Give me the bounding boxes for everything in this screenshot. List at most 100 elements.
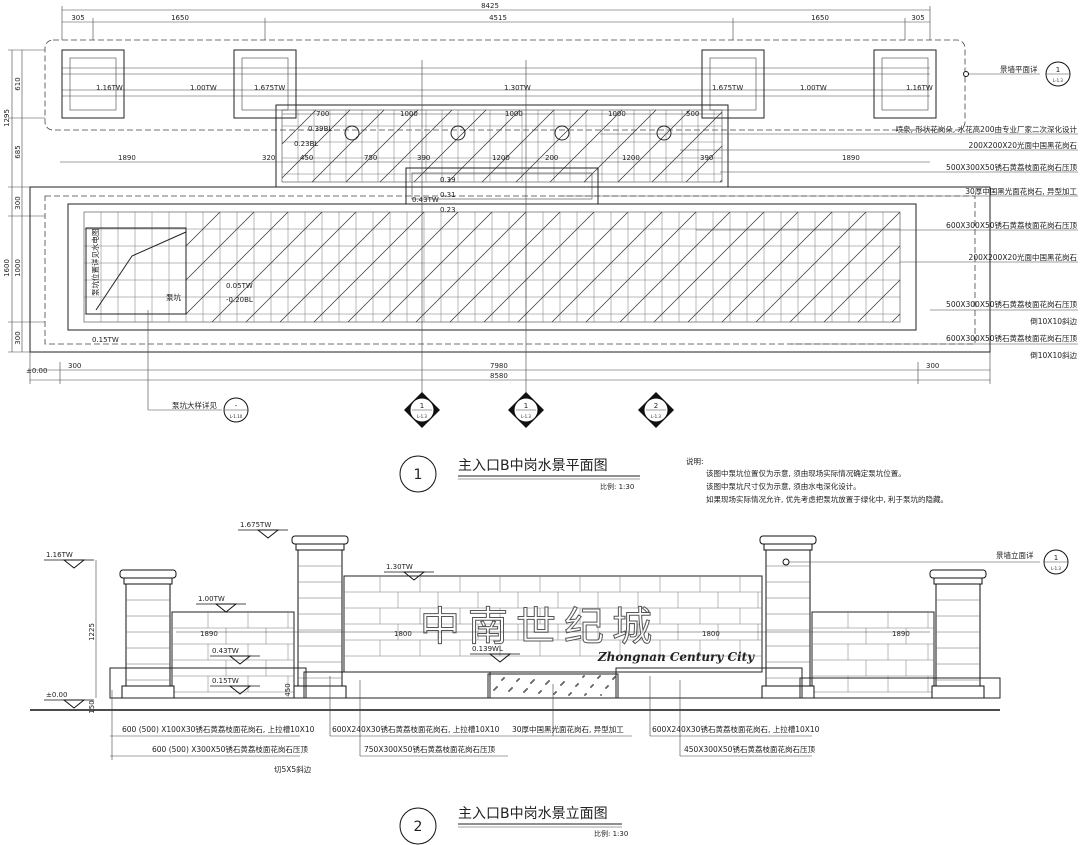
fountain-nozzles [344,125,672,141]
dim-left-1: 1295 [3,109,11,127]
hatch-line [313,211,425,323]
hatch-line [185,211,255,281]
hatch-line [549,109,623,183]
water-dot [538,692,540,694]
water-dot [493,689,495,691]
callout-5: 600X300X50锈石黄荔枝面花岗石压顶 [946,220,1077,230]
elev-12: 0.23BL [294,140,318,148]
hatch-line [685,145,723,183]
level-label: 0.43TW [212,647,239,655]
level-label: 1.30TW [386,563,413,571]
elev-wall-left [171,611,295,699]
dim-bottom-4: 8580 [490,372,508,380]
hatch-line [585,211,697,323]
dim-upper-4: 1000 [608,110,626,118]
hatch-line [279,211,391,323]
plan-elevation-marks: 1.16TW 1.00TW 1.675TW 1.30TW 1.675TW 1.0… [26,84,933,375]
section-mark-3-num: 2 [654,402,658,410]
hatch-line [211,211,323,323]
callout-10: 倒10X10斜边 [1030,350,1077,360]
hatch-line [789,211,901,323]
dim-left-6: 1000 [14,259,22,277]
hatch-line [347,211,459,323]
pillar-cap [929,569,987,579]
elev-title-number: 2 [414,819,423,835]
hatch-line [381,211,493,323]
elev-15: -0.20BL [226,296,253,304]
hatch-line [185,211,221,247]
callout-8: 倒10X10斜边 [1030,316,1077,326]
pump-pit [85,227,187,315]
water-dot [560,684,562,686]
pillar-cap-band [123,577,173,585]
upper-pool-grid [282,110,722,182]
water-dot [605,687,607,689]
hatch-line [245,211,357,323]
water-dot [508,690,510,692]
elev-callout-1: 600 (500) X100X30锈石黄荔枝面花岗石, 上拉槽10X10 [122,724,315,734]
water-dot [582,676,584,678]
level-label: 1.675TW [240,521,271,529]
hatch-line [721,211,833,323]
water-dot [600,694,602,696]
section-mark-2-num: 1 [524,402,528,410]
callout-plan-ref: 景墙平面详 [1000,64,1038,74]
dim-mid-3: 450 [300,154,313,162]
dim-mid-5: 390 [417,154,430,162]
hatch-line [345,109,419,183]
water-dot [597,677,599,679]
elev-6: 1.00TW [800,84,827,92]
dim-total-width: 8425 [481,2,499,10]
pump-pit-detail-num: - [235,402,238,410]
elev-wall-right [811,611,935,699]
dim-left-7: 300 [14,331,22,344]
pump-pit-detail-sub: L-1.10 [230,414,243,419]
level-label: 1.00TW [198,595,225,603]
dim-upper-5: 500 [686,110,699,118]
pillar-base [761,685,815,699]
elev-callouts-bottom: 600 (500) X100X30锈石黄荔枝面花岗石, 上拉槽10X10 600… [110,676,820,774]
hatch-line [583,109,657,183]
elev-dim-height: 1225 [88,623,96,641]
hatch-line [823,245,901,323]
level-triangle [256,529,280,539]
plan-inner-dimensions: 700 1000 1000 1000 500 1890 320 450 750 … [60,110,930,163]
level-triangle [62,559,86,569]
elev-pool-left [109,667,307,699]
lower-pool-hatch [185,211,901,323]
elev-14: 0.05TW [226,282,253,290]
callout-7: 500X300X50锈石黄荔枝面花岗石压顶 [946,299,1077,309]
pillar-base [293,685,347,699]
brand-logo-cn: 中南世纪城 [420,604,660,650]
elev-dim-base: 150 [88,700,96,713]
hatch-line [483,211,595,323]
pillar-shaft [125,583,171,687]
outer-pool [29,186,991,353]
dim-bottom-2: 7980 [490,362,508,370]
elev-level-markers: 1.675TW1.16TW1.30TW1.00TW0.43TW0.15TW0.1… [44,521,520,709]
water-dot [575,685,577,687]
notes-line-1: 该图中泵坑位置仅为示意, 须由现场实际情况确定泵坑位置。 [706,468,906,478]
water-dot [545,683,547,685]
notes-line-2: 该图中泵坑尺寸仅为示意, 须由水电深化设计。 [706,481,861,491]
dim-bottom-1: 300 [68,362,81,370]
water-dot [553,693,555,695]
dim-left-3: 685 [14,145,22,158]
hatch-line [857,279,901,323]
elev-8: 0.39 [440,176,456,184]
pump-pit-label: 泵坑 [166,292,181,302]
elev-9: 0.31 [440,191,456,199]
plan-ref-sub: L-1.3 [1053,78,1063,83]
dim-left-2: 610 [14,77,22,90]
plan-left-dimensions: 1295 610 685 300 1600 1000 300 [3,49,45,353]
elev-wall-courses [172,576,934,693]
pump-pit-detail-label: 泵坑大样详见 [172,400,217,410]
callout-2: 200X200X20光面中国黑花岗石 [969,140,1078,150]
hatch-line [517,211,629,323]
notes-block: 说明: 该图中泵坑位置仅为示意, 须由现场实际情况确定泵坑位置。 该图中泵坑尺寸… [686,456,948,504]
elev-10: 0.23 [440,206,456,214]
plan-callouts-right: 景墙平面详 1 L-1.3 喷泉, 形状花岗朵, 水花高200由专业厂家二次深化… [560,61,1078,360]
hatch-line [449,211,561,323]
elev-7: 1.16TW [906,84,933,92]
callout-3: 500X300X50锈石黄荔枝面花岗石压顶 [946,162,1077,172]
